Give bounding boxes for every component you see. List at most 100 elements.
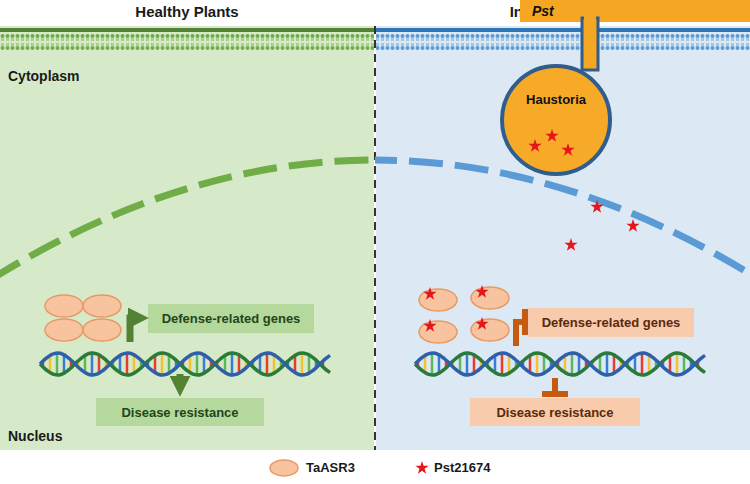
effector-star: [528, 139, 541, 152]
base-pair: [452, 361, 455, 367]
base-pair: [669, 355, 672, 372]
base-pair: [550, 360, 553, 368]
base-pair: [294, 355, 297, 372]
effector-star: [564, 238, 577, 251]
pathogen-bar: Pst: [520, 0, 750, 22]
nuclear-envelope: [375, 160, 750, 280]
membrane-line: [0, 28, 374, 32]
panel-band: Healthy PlantsDefense-related genesDisea…: [0, 26, 374, 450]
legend-text: TaASR3: [306, 460, 355, 475]
base-pair: [438, 355, 441, 373]
effector-star: [626, 219, 639, 232]
cell-membrane: [376, 33, 750, 51]
base-pair: [599, 355, 602, 372]
base-pair: [42, 361, 45, 367]
base-pair: [210, 360, 213, 368]
protein-shape: [83, 295, 121, 317]
base-pair: [613, 355, 616, 373]
node-text: Disease resistance: [121, 405, 238, 420]
panel-heading: Healthy Plants: [0, 3, 374, 20]
inhibition-arrow: [552, 378, 558, 393]
base-pair: [322, 361, 325, 367]
effector-star: [545, 129, 558, 142]
base-pair: [480, 360, 483, 368]
base-pair: [508, 355, 511, 373]
effector-star: [423, 287, 436, 300]
base-pair: [133, 355, 136, 373]
base-pair: [627, 361, 630, 367]
protein-shape: [419, 289, 457, 311]
base-pair: [641, 353, 644, 375]
base-pair: [536, 353, 539, 375]
protein-shape: [471, 287, 509, 309]
protein-shape: [419, 321, 457, 343]
legend-swatch: [415, 461, 428, 474]
base-pair: [634, 355, 637, 372]
base-pair: [189, 355, 192, 372]
haustorium-neck: [582, 18, 598, 70]
legend-ellipse: [270, 460, 298, 476]
process-box: Defense-related genes: [148, 304, 314, 333]
base-pair: [648, 355, 651, 373]
base-pair: [697, 361, 700, 367]
base-pair: [217, 361, 220, 367]
base-pair: [529, 355, 532, 372]
base-pair: [266, 353, 269, 375]
base-pair: [445, 360, 448, 368]
effector-star: [590, 200, 603, 213]
base-pair: [56, 353, 59, 375]
base-pair: [147, 361, 150, 367]
base-pair: [203, 355, 206, 373]
activation-arrow: [130, 318, 132, 342]
base-pair: [655, 360, 658, 368]
base-pair: [273, 355, 276, 373]
membrane-line: [376, 28, 750, 32]
base-pair: [154, 355, 157, 372]
base-pair: [224, 355, 227, 372]
base-pair: [238, 355, 241, 373]
base-pair: [571, 353, 574, 375]
effector-star: [423, 319, 436, 332]
base-pair: [683, 355, 686, 373]
base-pair: [259, 355, 262, 372]
process-box: Disease resistance: [470, 398, 640, 426]
legend-star: [415, 461, 428, 474]
base-pair: [301, 353, 304, 375]
base-pair: [140, 360, 143, 368]
base-pair: [578, 355, 581, 373]
dna-strand: [40, 353, 330, 375]
base-pair: [424, 355, 427, 372]
inhibition-bar: [522, 309, 528, 335]
base-pair: [308, 355, 311, 373]
inhibition-arrow: [516, 322, 524, 346]
base-pair: [494, 355, 497, 372]
base-pair: [564, 355, 567, 372]
base-pair: [98, 355, 101, 373]
legend-swatch: [270, 460, 298, 476]
base-pair: [315, 360, 318, 368]
base-pair: [662, 361, 665, 367]
base-pair: [606, 353, 609, 375]
activation-arrow: [177, 374, 184, 380]
base-pair: [161, 353, 164, 375]
base-pair: [280, 360, 283, 368]
base-pair: [543, 355, 546, 373]
dna-strand: [415, 353, 705, 375]
base-pair: [431, 353, 434, 375]
base-pair: [91, 353, 94, 375]
base-pair: [473, 355, 476, 373]
base-pair: [182, 361, 185, 367]
base-pair: [119, 355, 122, 372]
node-text: Defense-related genes: [542, 315, 681, 330]
base-pair: [417, 361, 420, 367]
effector-star: [561, 143, 574, 156]
protein-shape: [471, 319, 509, 341]
base-pair: [77, 361, 80, 367]
base-pair: [168, 355, 171, 373]
base-pair: [112, 361, 115, 367]
protein-shape: [45, 295, 83, 317]
inhibition-bar: [542, 391, 568, 397]
base-pair: [522, 361, 525, 367]
